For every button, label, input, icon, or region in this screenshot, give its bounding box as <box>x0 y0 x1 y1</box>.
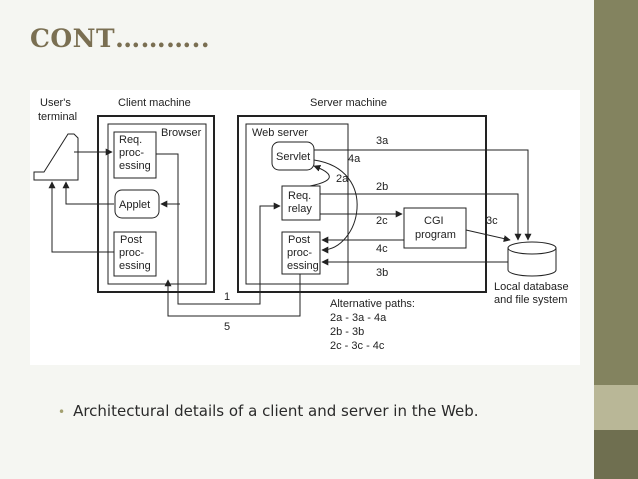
post-processing-client-line3: essing <box>119 260 151 272</box>
client-machine-label: Client machine <box>118 97 191 109</box>
local-database-line1: Local database <box>494 281 569 293</box>
post-processing-client-box <box>113 231 157 277</box>
path-label-3b: 3b <box>376 267 388 279</box>
post-processing-server-line1: Post <box>288 234 310 246</box>
applet-label: Applet <box>119 199 150 211</box>
bullet-icon: • <box>58 405 66 419</box>
database-icon <box>507 241 557 277</box>
sidebar-segment-top <box>594 0 638 385</box>
path-label-2b: 2b <box>376 181 388 193</box>
post-processing-client-line2: proc- <box>119 247 144 259</box>
server-machine-label: Server machine <box>310 97 387 109</box>
decorative-sidebar <box>594 0 638 479</box>
cgi-program-box <box>403 207 467 249</box>
server-machine-box <box>237 115 487 293</box>
req-processing-line3: essing <box>119 160 151 172</box>
req-processing-line1: Req. <box>119 134 142 146</box>
req-processing-box <box>113 131 157 179</box>
users-terminal-icon <box>33 133 79 181</box>
path-label-3a: 3a <box>376 135 389 147</box>
cgi-program-line1: CGI <box>424 215 444 227</box>
path-label-1: 1 <box>224 291 230 303</box>
sidebar-segment-middle <box>594 385 638 430</box>
path-label-4c: 4c <box>376 243 388 255</box>
diagram-svg: User's terminal Client machine Browser R… <box>33 97 569 352</box>
post-processing-server-box <box>281 231 321 275</box>
req-processing-line2: proc- <box>119 147 144 159</box>
web-server-box <box>245 123 349 285</box>
local-database-line2: and file system <box>494 294 567 306</box>
cgi-program-line2: program <box>415 229 456 241</box>
diagram-arrows <box>48 148 532 317</box>
caption: • Architectural details of a client and s… <box>58 402 479 420</box>
path-label-3c: 3c <box>486 215 498 227</box>
path-label-2a: 2a <box>336 173 349 185</box>
terminal-label-line1: User's <box>40 97 71 109</box>
req-relay-line1: Req. <box>288 190 311 202</box>
applet-box <box>114 189 160 219</box>
post-processing-client-line1: Post <box>120 234 142 246</box>
browser-label: Browser <box>161 127 202 139</box>
req-relay-box <box>281 185 321 221</box>
architecture-diagram: User's terminal Client machine Browser R… <box>30 90 580 365</box>
alternative-path-line3: 2c - 3c - 4c <box>330 340 385 352</box>
path-label-4a: 4a <box>348 153 361 165</box>
slide-title: CONT……….. <box>30 24 211 53</box>
alternative-paths-title: Alternative paths: <box>330 298 415 310</box>
path-label-5: 5 <box>224 321 230 333</box>
terminal-label-line2: terminal <box>38 111 77 123</box>
post-processing-server-line2: proc- <box>287 247 312 259</box>
req-relay-line2: relay <box>288 203 312 215</box>
alternative-path-line1: 2a - 3a - 4a <box>330 312 387 324</box>
alternative-path-line2: 2b - 3b <box>330 326 364 338</box>
sidebar-segment-bottom <box>594 430 638 479</box>
caption-text: Architectural details of a client and se… <box>73 402 479 420</box>
path-label-2c: 2c <box>376 215 388 227</box>
servlet-box <box>271 141 315 171</box>
web-server-label: Web server <box>252 127 308 139</box>
post-processing-server-line3: essing <box>287 260 319 272</box>
servlet-label: Servlet <box>276 151 310 163</box>
